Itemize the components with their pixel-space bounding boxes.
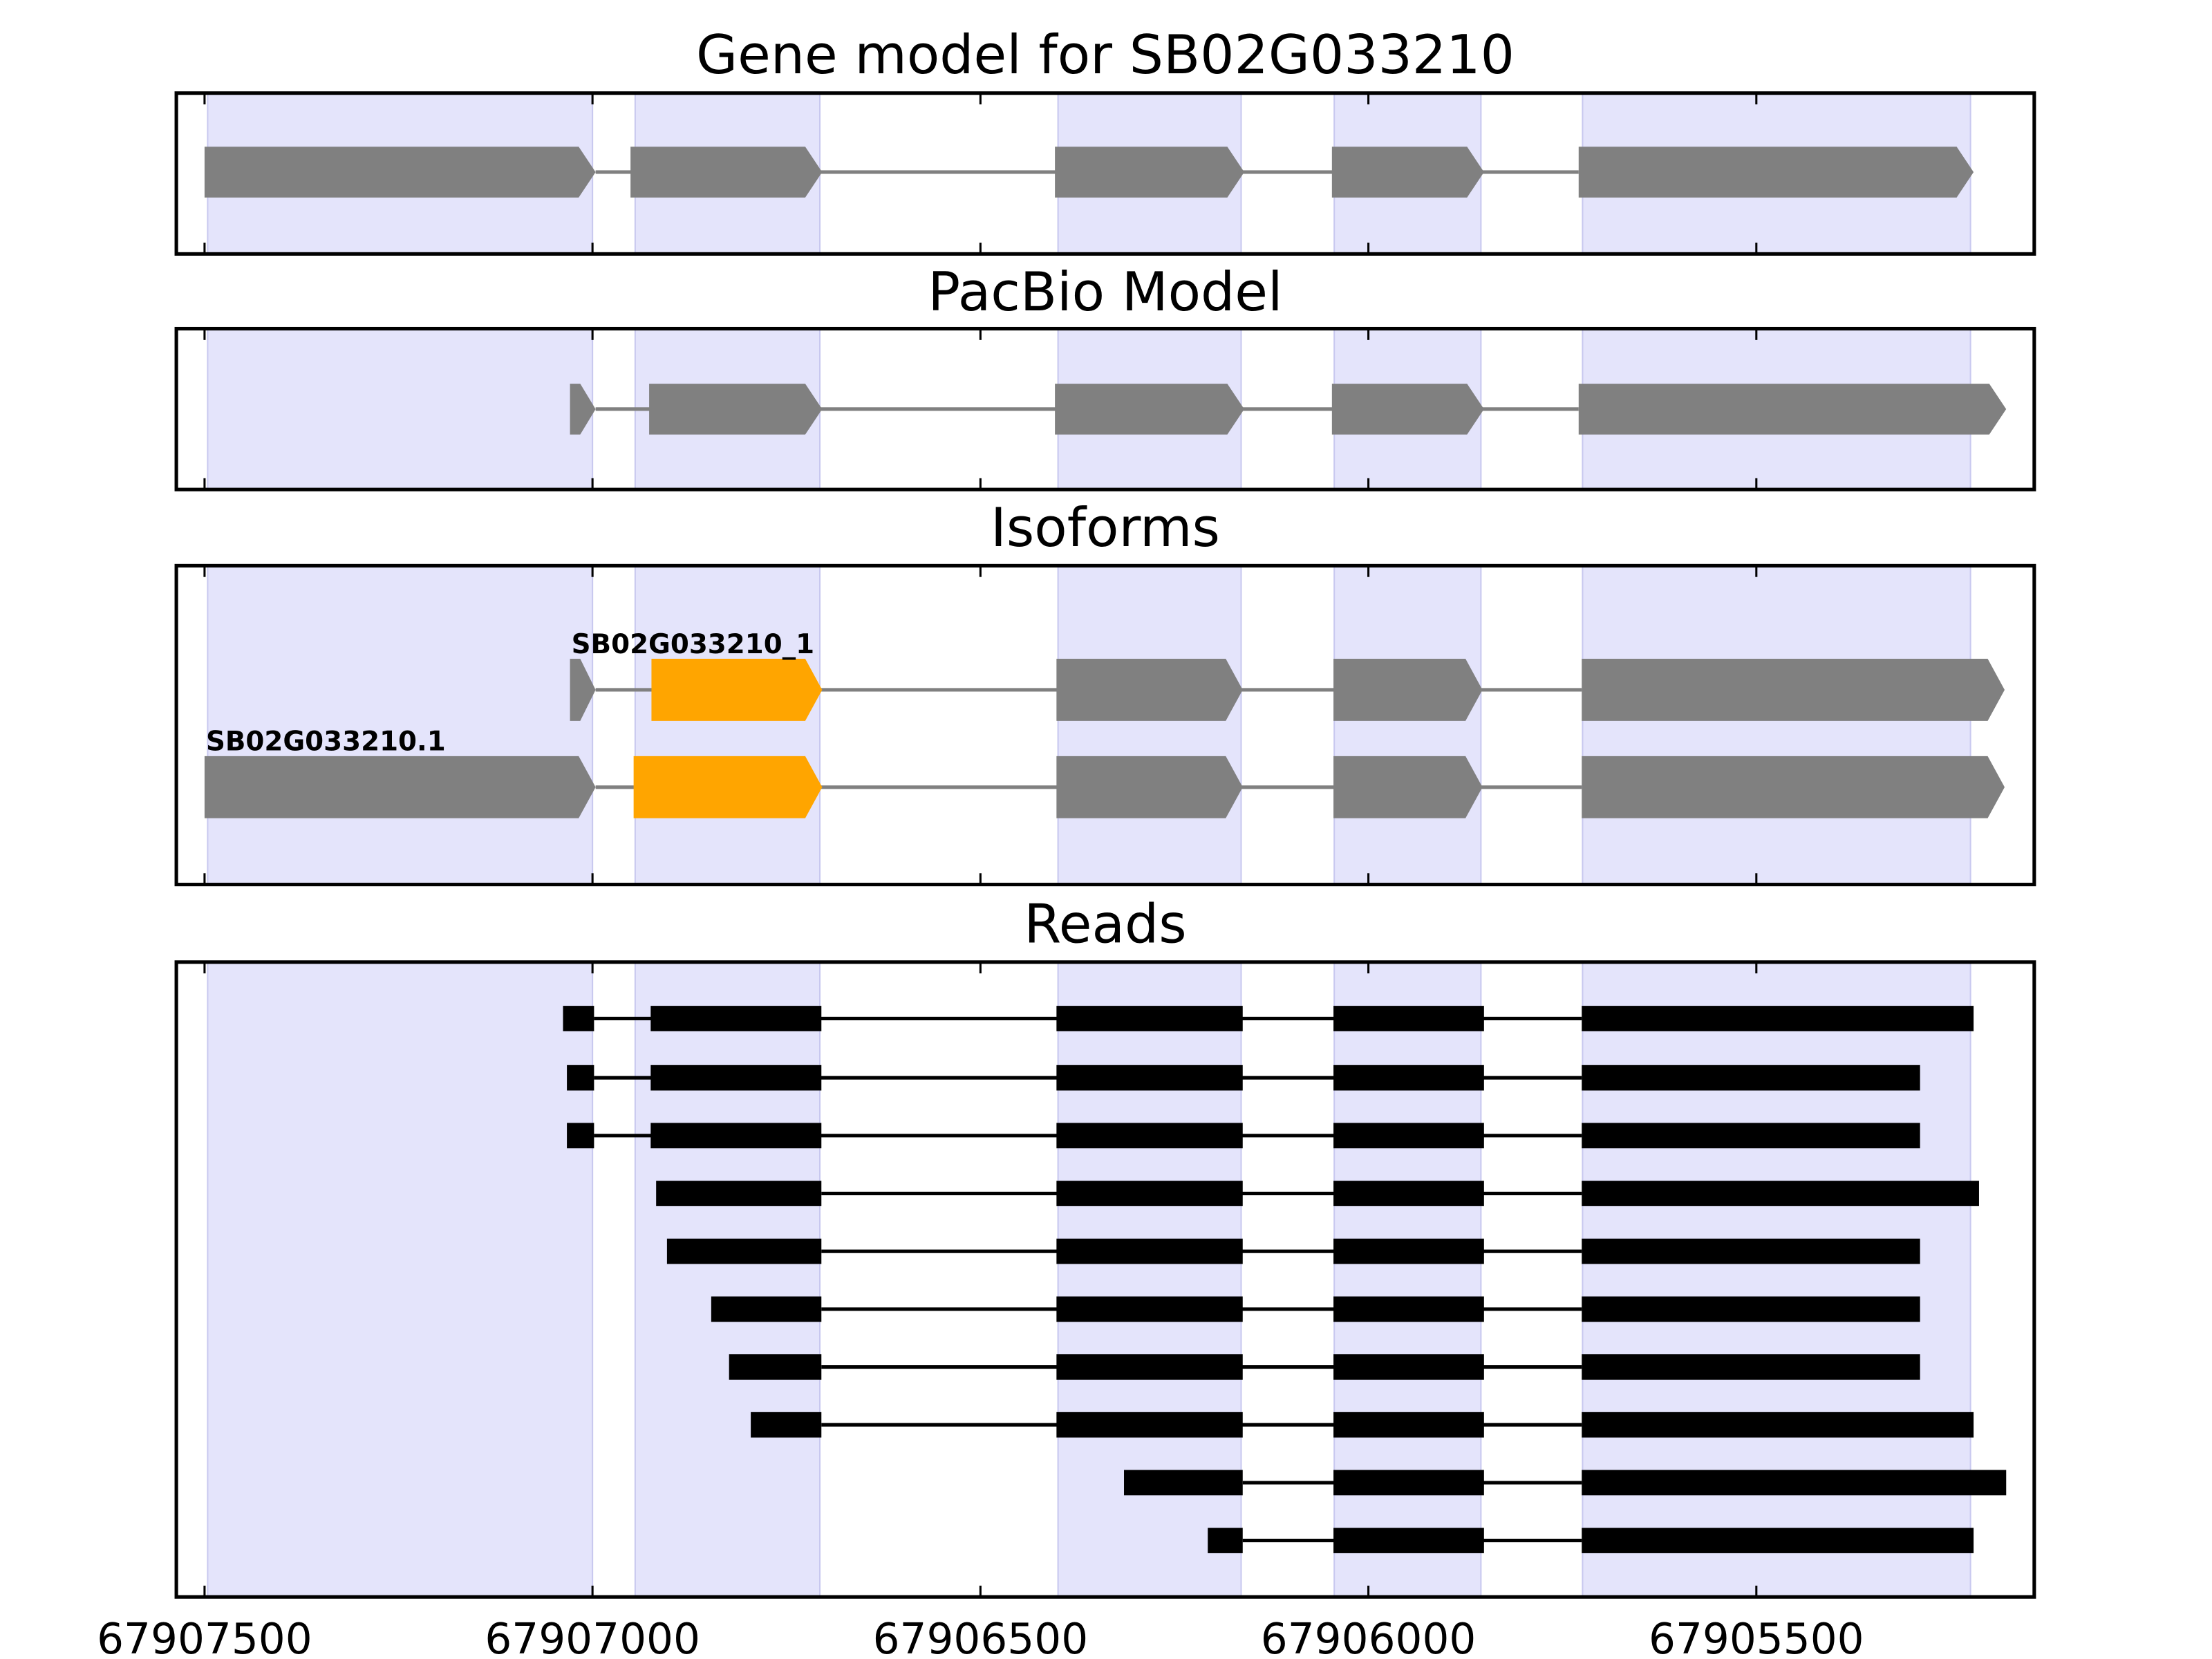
read-block — [1582, 1412, 1974, 1438]
x-tick-label: 67905500 — [1649, 1615, 1864, 1659]
exon-arrow — [1331, 147, 1484, 198]
exon-arrow — [1582, 659, 2005, 721]
panel-3: Reads — [174, 893, 2036, 1599]
exon-arrow — [1333, 659, 1483, 721]
exon-shade-region — [1582, 961, 1971, 1598]
exon-shade-region — [1057, 565, 1242, 885]
exon-shade-region — [634, 961, 821, 1598]
read-block — [1056, 1238, 1243, 1264]
read-block — [1056, 1296, 1243, 1322]
read-block — [1333, 1238, 1484, 1264]
exon-arrow — [570, 384, 596, 435]
exon-arrow — [1578, 384, 2007, 435]
exon-shade-region — [207, 565, 594, 885]
read-block — [1056, 1412, 1243, 1438]
exon-shade-region — [634, 565, 821, 885]
panel-title: Isoforms — [991, 497, 1220, 559]
read-block — [1124, 1470, 1243, 1496]
read-block — [1056, 1181, 1243, 1206]
read-block — [1582, 1238, 1920, 1264]
exon-arrow — [649, 384, 823, 435]
read-block — [1333, 1354, 1484, 1380]
exon-arrow — [570, 659, 596, 721]
isoform-label: SB02G033210.1 — [206, 727, 446, 758]
read-block — [751, 1412, 822, 1438]
exon-arrow — [1056, 756, 1243, 818]
axes-frame — [174, 91, 2036, 256]
exon-arrow — [1056, 659, 1243, 721]
exon-shade-region — [207, 328, 594, 491]
read-block — [1333, 1065, 1484, 1091]
exon-arrow — [1578, 147, 1974, 198]
read-block — [1208, 1528, 1243, 1553]
read-block — [650, 1123, 822, 1149]
read-block — [1333, 1412, 1484, 1438]
read-block — [1056, 1006, 1243, 1031]
exon-arrow — [1333, 756, 1483, 818]
read-block — [656, 1181, 822, 1206]
panel-title: PacBio Model — [928, 261, 1282, 324]
x-tick-label: 67907500 — [97, 1615, 312, 1659]
read-block — [1333, 1528, 1484, 1553]
exon-arrow — [630, 147, 823, 198]
read-block — [1333, 1470, 1484, 1496]
panel-0: Gene model for SB02G033210 — [174, 24, 2036, 256]
axes-frame — [174, 563, 2036, 887]
exon-arrow — [1055, 147, 1244, 198]
exon-arrow — [633, 756, 823, 818]
read-block — [650, 1006, 822, 1031]
read-block — [1333, 1181, 1484, 1206]
read-block — [1582, 1065, 1920, 1091]
read-block — [1582, 1006, 1974, 1031]
exon-arrow — [1582, 756, 2005, 818]
read-block — [650, 1065, 822, 1091]
exon-shade-region — [207, 961, 594, 1598]
read-block — [666, 1238, 822, 1264]
read-block — [1582, 1296, 1920, 1322]
x-tick-label: 67906000 — [1261, 1615, 1477, 1659]
read-block — [1582, 1354, 1920, 1380]
read-block — [1582, 1123, 1920, 1149]
x-tick-label: 67906500 — [873, 1615, 1089, 1659]
panel-1: PacBio Model — [174, 261, 2036, 491]
exon-arrow — [1055, 384, 1244, 435]
x-tick-label: 67907000 — [485, 1615, 700, 1659]
exon-shade-region — [1057, 961, 1242, 1598]
read-block — [1582, 1470, 2007, 1496]
read-block — [711, 1296, 822, 1322]
exon-arrow — [204, 147, 596, 198]
read-block — [1333, 1123, 1484, 1149]
isoform-label: SB02G033210_1 — [572, 629, 814, 660]
read-block — [1056, 1065, 1243, 1091]
read-block — [1056, 1123, 1243, 1149]
exon-shade-region — [1582, 565, 1971, 885]
read-block — [729, 1354, 822, 1380]
read-block — [1582, 1528, 1974, 1553]
read-block — [567, 1065, 594, 1091]
exon-arrow — [1331, 384, 1484, 435]
read-block — [567, 1123, 594, 1149]
read-block — [1582, 1181, 1979, 1206]
exon-shade-region — [1333, 565, 1482, 885]
exon-arrow — [651, 659, 823, 721]
axes-frame — [174, 326, 2036, 491]
axes-frame — [174, 960, 2036, 1599]
exon-arrow — [204, 756, 596, 818]
panel-title: Gene model for SB02G033210 — [696, 24, 1515, 86]
read-block — [563, 1006, 594, 1031]
read-block — [1333, 1296, 1484, 1322]
panel-title: Reads — [1024, 893, 1186, 955]
exon-shade-region — [1333, 961, 1482, 1598]
read-block — [1333, 1006, 1484, 1031]
read-block — [1056, 1354, 1243, 1380]
